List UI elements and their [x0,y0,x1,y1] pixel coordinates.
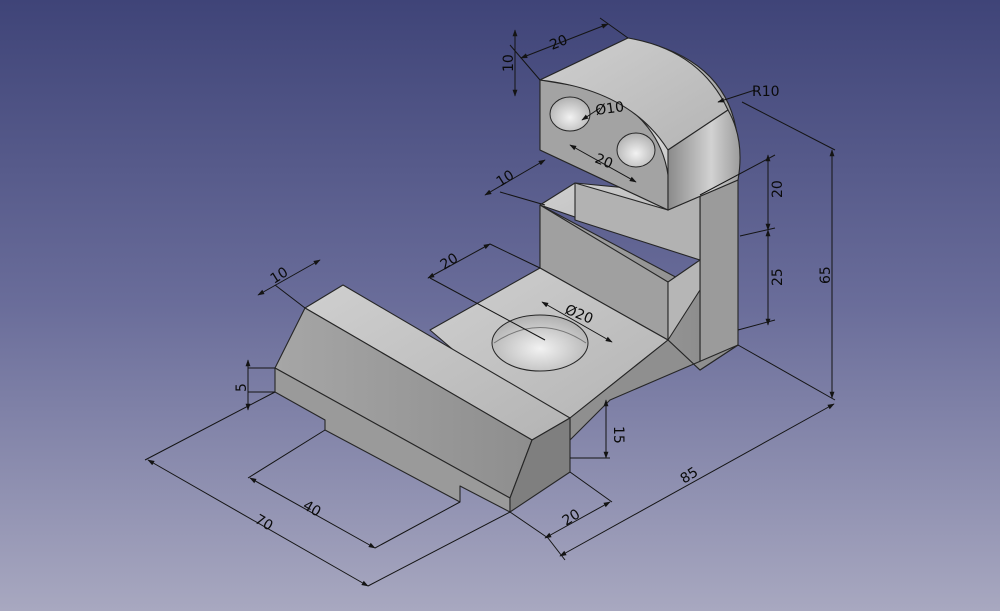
hole-left [549,96,591,132]
part-body[interactable] [274,37,741,513]
step-riser [667,259,701,341]
dim-r10: R10 [752,84,780,100]
dim-top-10: 10 [501,54,517,72]
dim-40: 40 [300,498,323,521]
dim-top-20: 20 [548,32,571,54]
dim-85: 85 [678,464,702,487]
dim-65: 65 [818,266,834,284]
dim-holes-20: 20 [593,151,616,173]
upper-block-face [574,182,701,261]
dimensions-layer: 20 10 R10 Ø10 20 10 20 25 65 20 [144,17,836,587]
dim-mid-20: 20 [438,250,462,273]
center-hole [491,314,589,372]
dim-right-20: 20 [770,180,786,198]
dim-step-10: 10 [494,167,518,190]
hole-right [616,132,656,168]
boss-curved-face [667,109,741,211]
dim-bottom-20: 20 [560,506,584,529]
dim-dia10: Ø10 [594,99,625,119]
dim-left-10: 10 [268,264,292,287]
dim-right-25: 25 [770,268,786,286]
dim-5: 5 [234,383,250,392]
dim-15: 15 [610,426,626,444]
